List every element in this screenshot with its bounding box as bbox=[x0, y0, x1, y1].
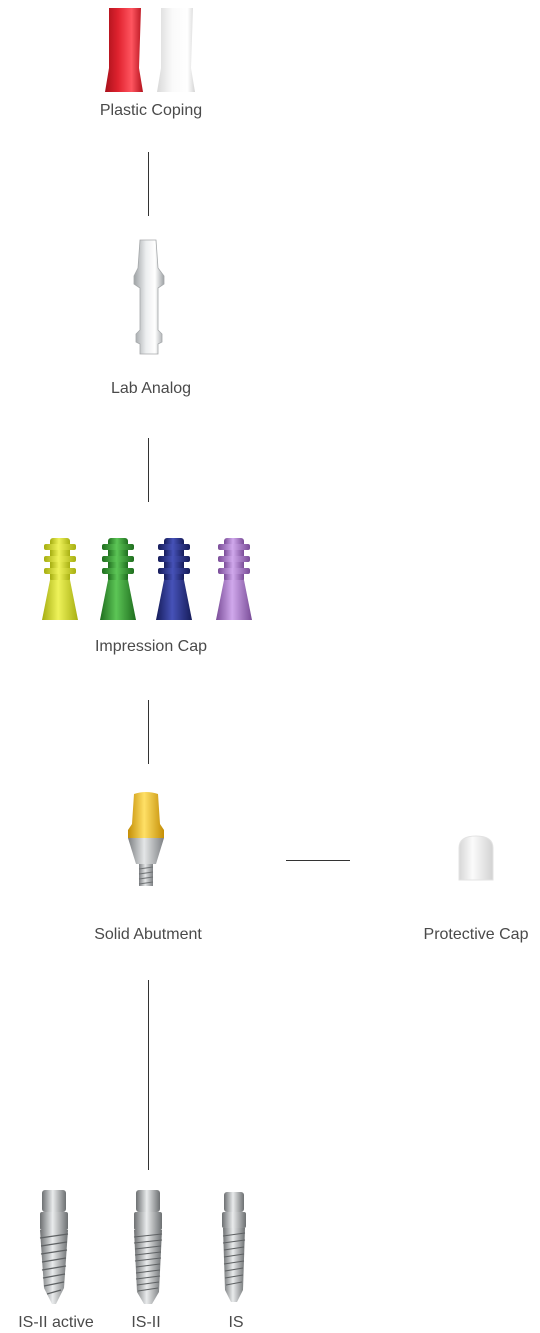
protective-cap-image bbox=[458, 835, 494, 881]
solid-abutment-label: Solid Abutment bbox=[94, 926, 202, 943]
lab-analog-label: Lab Analog bbox=[110, 380, 192, 397]
plastic-coping-node bbox=[95, 8, 205, 92]
implant-is-ii-active-image bbox=[39, 1190, 69, 1304]
implant-is-ii-label: IS-II bbox=[131, 1314, 161, 1331]
lab-analog-node bbox=[128, 238, 168, 364]
plastic-coping-image bbox=[105, 8, 195, 92]
connector-line-analog-impression bbox=[148, 438, 149, 502]
connector-line-coping-analog bbox=[148, 152, 149, 216]
impression-cap-node bbox=[40, 536, 274, 622]
impression-cap-image bbox=[42, 538, 252, 620]
implant-is-ii-active bbox=[34, 1188, 74, 1308]
connector-line-abutment-protective bbox=[286, 860, 350, 861]
protective-cap-label: Protective Cap bbox=[423, 926, 529, 943]
solid-abutment-node bbox=[124, 790, 168, 890]
solid-abutment-image bbox=[128, 792, 164, 886]
impression-cap-label: Impression Cap bbox=[94, 638, 208, 655]
implant-is bbox=[216, 1190, 252, 1306]
lab-analog-image bbox=[133, 239, 165, 355]
implant-is-ii-image bbox=[133, 1190, 163, 1304]
protective-cap-node bbox=[456, 834, 496, 882]
connector-line-impression-abutment bbox=[148, 700, 149, 764]
implant-is-ii-active-label: IS-II active bbox=[18, 1314, 94, 1331]
plastic-coping-label: Plastic Coping bbox=[99, 102, 203, 119]
implant-is-image bbox=[222, 1192, 246, 1302]
implant-is-ii bbox=[128, 1188, 168, 1308]
connector-line-abutment-implants bbox=[148, 980, 149, 1170]
implant-is-label: IS bbox=[228, 1314, 244, 1331]
